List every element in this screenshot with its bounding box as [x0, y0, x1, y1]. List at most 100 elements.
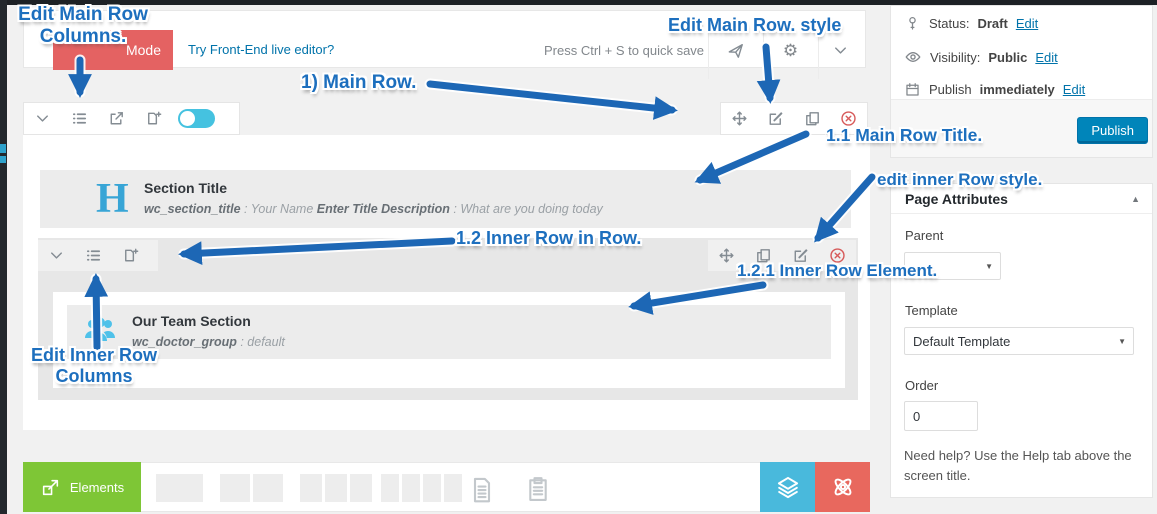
column-layout-option-3[interactable]: [325, 474, 347, 502]
page-attributes-box: Page Attributes ▲ Parent ▼ Template Defa…: [890, 183, 1153, 498]
heading-icon: H: [96, 176, 129, 222]
parent-select[interactable]: ▼: [904, 252, 1001, 280]
element-title: Section Title: [144, 180, 227, 196]
add-page-icon: [144, 109, 163, 128]
row-layout-button[interactable]: [61, 103, 98, 134]
pin-icon: [904, 15, 921, 32]
send-icon: [726, 41, 745, 60]
quick-save-hint: Press Ctrl + S to quick save: [544, 43, 705, 58]
schedule-value: immediately: [979, 82, 1055, 97]
status-label: Status:: [929, 16, 970, 31]
chevron-down-icon: [831, 41, 850, 60]
annotation-main-row-title: 1.1 Main Row Title.: [826, 125, 983, 145]
team-element[interactable]: Our Team Section wc_doctor_group : defau…: [67, 305, 831, 359]
element-meta: wc_doctor_group : default: [132, 335, 285, 349]
schedule-label: Publish: [929, 82, 972, 97]
clipboard-icon: [524, 473, 552, 503]
annotation-edit-main-row-columns: Edit Main Row Columns.: [18, 4, 148, 48]
element-title: Our Team Section: [132, 313, 251, 329]
column-layout-option-4[interactable]: [423, 474, 441, 502]
collapse-inner-row-button[interactable]: [38, 240, 75, 271]
row-toggle[interactable]: [178, 109, 215, 128]
divider: [708, 21, 709, 79]
paste-button[interactable]: [524, 473, 552, 508]
admin-top-bar: [0, 0, 1157, 5]
column-layout-option-2[interactable]: [220, 474, 250, 502]
select-arrow-icon: ▼: [985, 261, 993, 271]
column-layout-option-1[interactable]: [156, 474, 203, 502]
annotation-main-row: 1) Main Row.: [301, 72, 417, 93]
inner-row-toolbar-right: [708, 240, 856, 271]
text-block-button[interactable]: [468, 473, 496, 508]
column-layout-option-2[interactable]: [253, 474, 283, 502]
help-text: Need help? Use the Help tab above the sc…: [904, 448, 1132, 484]
chevron-down-icon: [47, 246, 66, 265]
mode-button-label: Mode: [125, 42, 161, 58]
annotation-edit-inner-row-style: edit inner Row style.: [877, 170, 1043, 189]
visibility-row: Visibility: Public Edit: [904, 48, 1058, 66]
document-icon: [468, 473, 496, 503]
schedule-edit-link[interactable]: Edit: [1062, 82, 1086, 97]
schedule-row: Publish immediately Edit: [904, 81, 1085, 98]
addons-button[interactable]: [815, 462, 870, 512]
inner-row-container: Our Team Section wc_doctor_group : defau…: [38, 238, 858, 400]
mode-button[interactable]: Mode: [53, 30, 173, 70]
add-inner-element-button[interactable]: [112, 240, 149, 271]
element-meta: wc_section_title : Your Name Enter Title…: [144, 202, 603, 216]
page-attributes-title: Page Attributes: [905, 190, 1008, 207]
order-label: Order: [905, 378, 939, 393]
admin-menu-strip: [0, 0, 7, 514]
templates-button[interactable]: [760, 462, 815, 512]
calendar-icon: [904, 81, 921, 98]
edit-row-button[interactable]: [758, 103, 795, 134]
collapse-row-button[interactable]: [24, 103, 61, 134]
template-select[interactable]: Default Template ▼: [904, 327, 1134, 355]
list-icon: [70, 109, 89, 128]
inner-column: Our Team Section wc_doctor_group : defau…: [53, 292, 845, 388]
status-edit-link[interactable]: Edit: [1015, 16, 1039, 31]
template-select-value: Default Template: [913, 333, 1011, 349]
column-layout-option-3[interactable]: [350, 474, 372, 502]
annotation-inner-row-in-row: 1.2 Inner Row in Row.: [456, 228, 642, 248]
publish-box-footer: Publish: [891, 99, 1152, 157]
elements-button-label: Elements: [69, 479, 125, 495]
inner-row-toolbar-left: [38, 240, 158, 271]
move-row-button[interactable]: [721, 103, 758, 134]
chevron-down-icon: [33, 109, 52, 128]
order-input[interactable]: [904, 401, 978, 431]
main-row-toolbar-left: [23, 102, 240, 135]
move-icon: [730, 109, 749, 128]
external-link-icon: [107, 109, 126, 128]
column-layout-option-3[interactable]: [300, 474, 322, 502]
eye-icon: [904, 48, 922, 66]
export-row-button[interactable]: [98, 103, 135, 134]
status-row: Status: Draft Edit: [904, 15, 1038, 32]
inner-row-layout-button[interactable]: [75, 240, 112, 271]
admin-menu-active-tick: [0, 156, 6, 163]
column-layout-option-4[interactable]: [444, 474, 462, 502]
page-attributes-header[interactable]: Page Attributes ▲: [891, 184, 1152, 214]
atom-icon: [830, 474, 856, 500]
publish-button[interactable]: Publish: [1077, 117, 1148, 144]
select-arrow-icon: ▼: [1118, 336, 1126, 346]
annotation-edit-inner-row-columns: Edit Inner Row Columns: [31, 345, 157, 387]
copy-icon: [803, 109, 822, 128]
elements-button[interactable]: Elements: [23, 462, 141, 512]
column-layout-option-4[interactable]: [402, 474, 420, 502]
front-end-editor-link[interactable]: Try Front-End live editor?: [188, 42, 335, 57]
section-title-element[interactable]: H Section Title wc_section_title : Your …: [40, 170, 851, 228]
admin-menu-active-tick: [0, 144, 6, 153]
edit-icon: [766, 109, 785, 128]
add-element-button[interactable]: [135, 103, 172, 134]
visibility-edit-link[interactable]: Edit: [1035, 49, 1058, 65]
toggle-knob: [180, 111, 195, 126]
settings-button[interactable]: ⚙: [763, 21, 818, 79]
gear-icon: ⚙: [782, 40, 799, 60]
column-layout-option-4[interactable]: [381, 474, 399, 502]
people-icon: [83, 316, 117, 346]
publish-box: Status: Draft Edit Visibility: Public Ed…: [890, 5, 1153, 158]
layers-icon: [775, 474, 801, 500]
divider: [818, 21, 819, 79]
status-value: Draft: [977, 16, 1008, 31]
